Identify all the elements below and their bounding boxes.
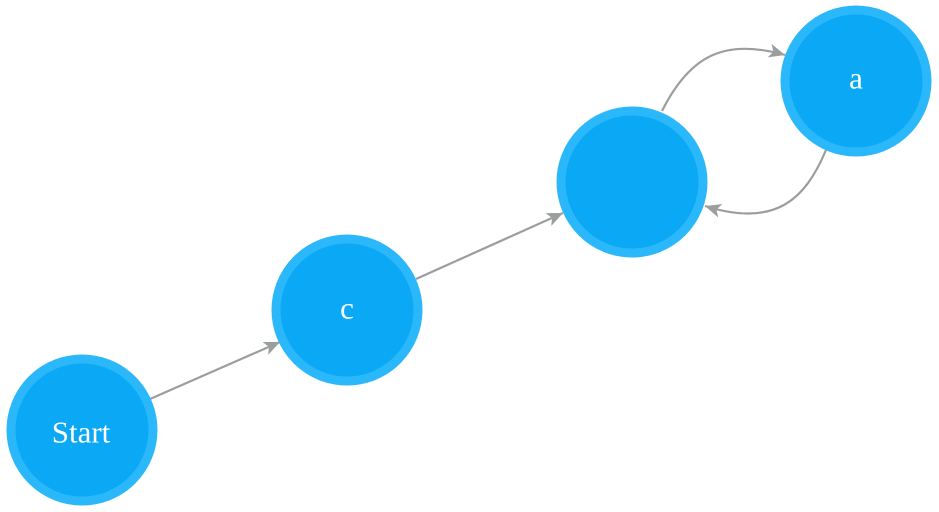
edge-mid-to-a[interactable] bbox=[661, 43, 786, 112]
node-c[interactable]: c bbox=[271, 234, 423, 386]
node-c-circle[interactable] bbox=[271, 234, 423, 386]
edge-c-to-mid[interactable] bbox=[415, 211, 564, 281]
node-start-label: Start bbox=[52, 415, 111, 450]
node-a-circle[interactable] bbox=[780, 5, 932, 157]
node-c-label: c bbox=[340, 291, 354, 326]
node-start-circle[interactable] bbox=[6, 354, 158, 506]
node-mid-circle[interactable] bbox=[556, 106, 708, 258]
node-start[interactable]: Start bbox=[6, 354, 158, 506]
node-mid[interactable] bbox=[556, 106, 708, 258]
node-a-label: a bbox=[849, 61, 863, 96]
edges bbox=[149, 43, 828, 401]
edge-a-to-mid[interactable] bbox=[704, 149, 828, 218]
edge-start-to-c[interactable] bbox=[149, 340, 281, 401]
node-a[interactable]: a bbox=[780, 5, 932, 157]
